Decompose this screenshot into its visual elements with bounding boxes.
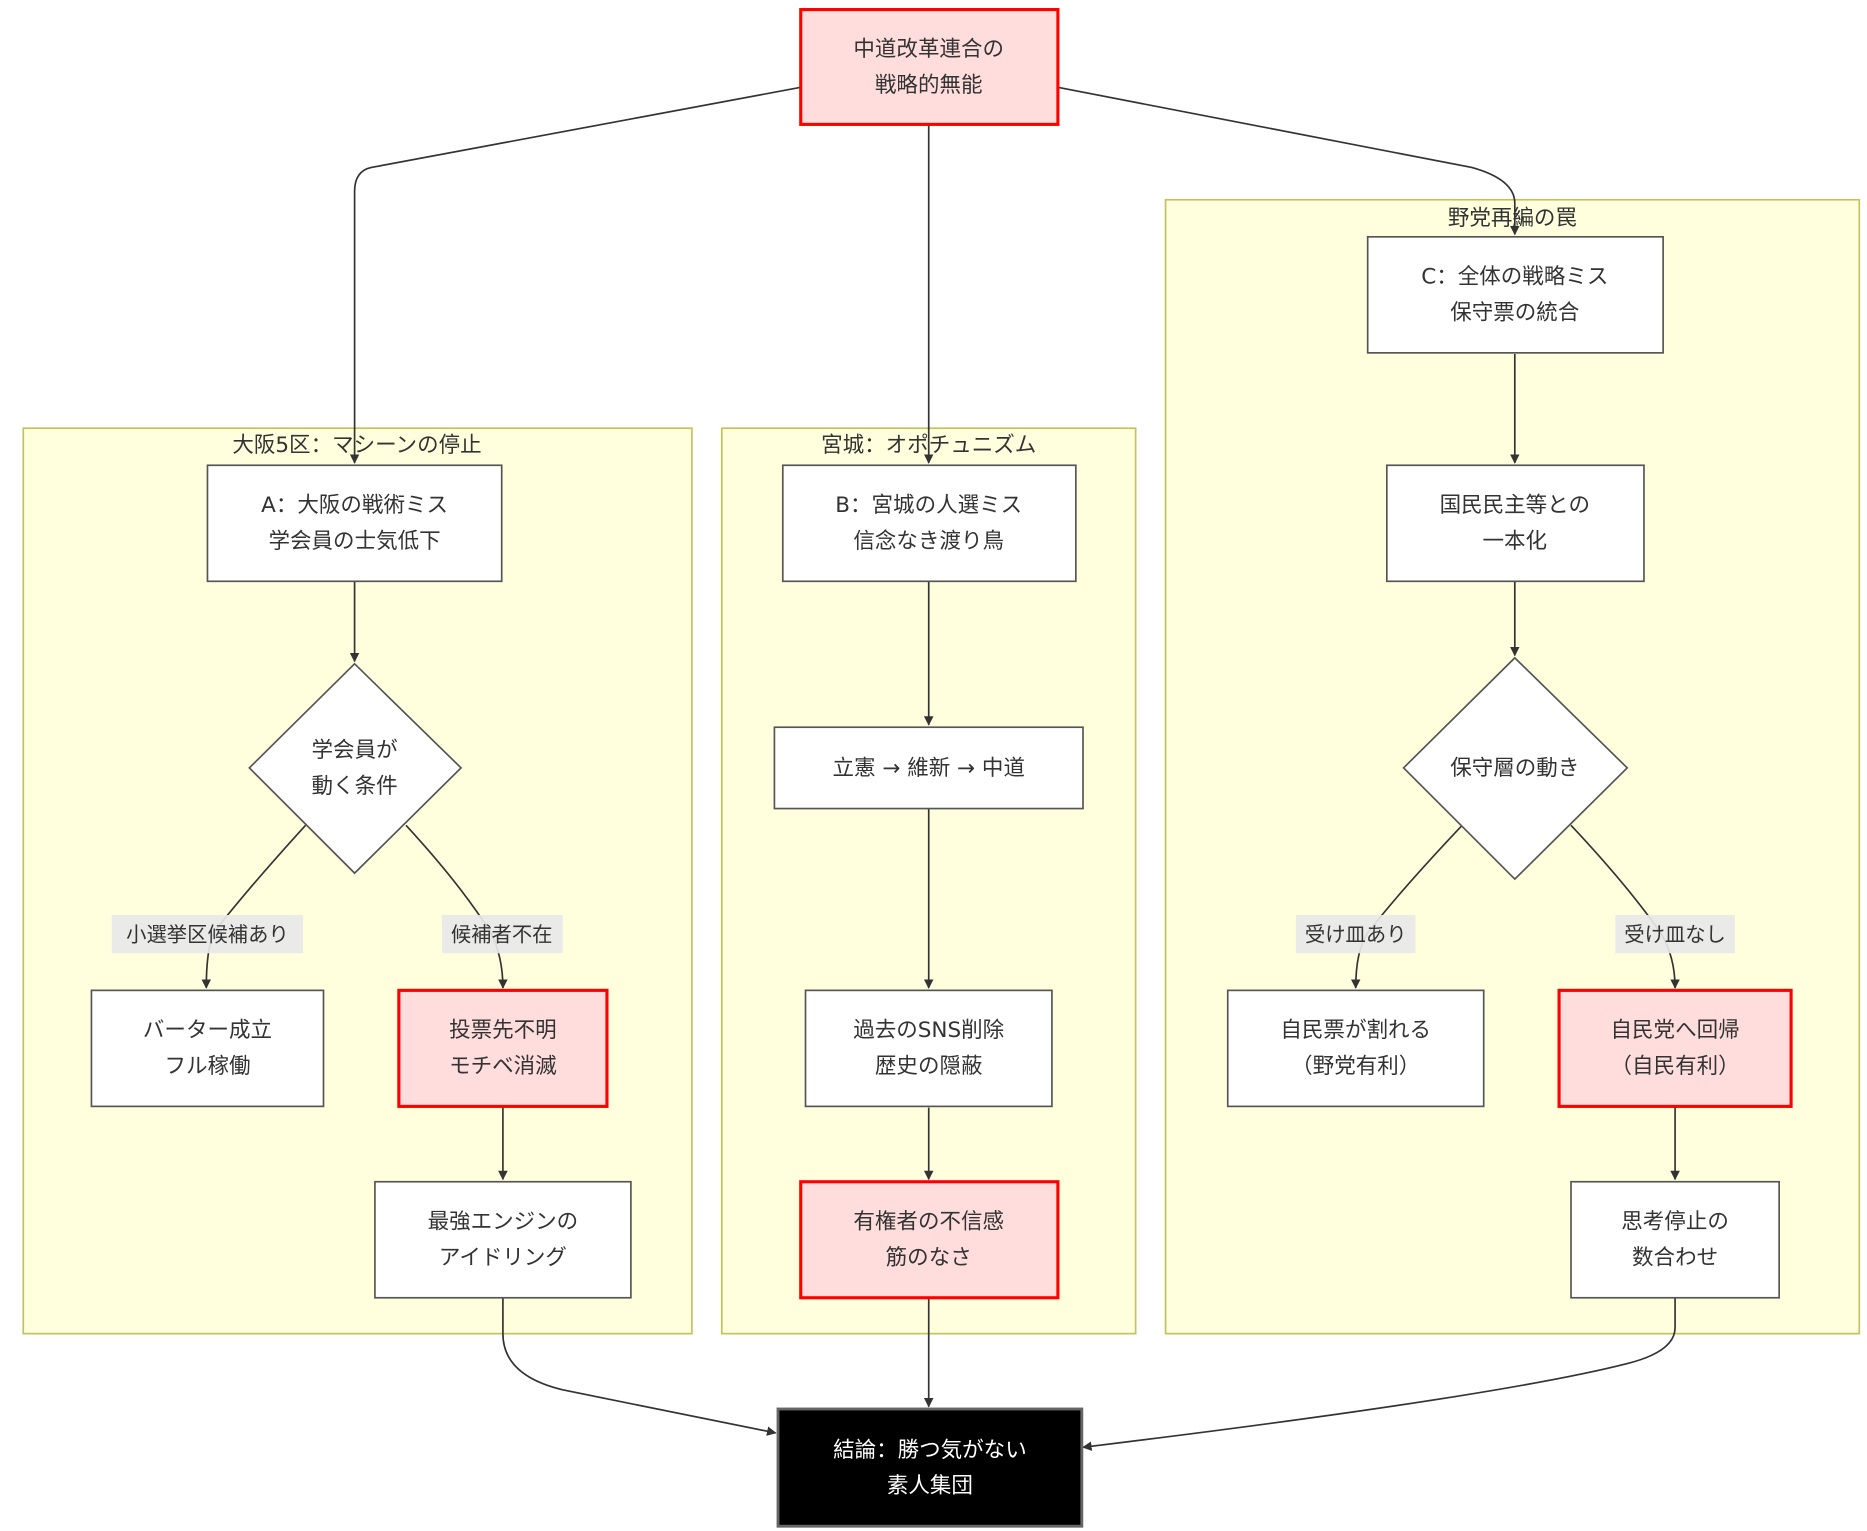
node-c-decision-line1: 保守層の動き (1450, 756, 1579, 781)
node-a-decision-line1: 学会員が (312, 738, 398, 763)
edge-idle-conclusion (502, 1297, 777, 1436)
node-a-idle[interactable]: 最強エンジンの アイドリング (374, 1180, 632, 1299)
node-root[interactable]: 中道改革連合の 戦略的無能 (799, 8, 1060, 126)
node-b[interactable]: B：宮城の人選ミス 信念なき渡り鳥 (781, 464, 1077, 583)
node-a-decision-line2: 動く条件 (312, 774, 398, 799)
edge-label-text: 受け皿あり (1305, 922, 1407, 946)
node-c-line1: C：全体の戦略ミス (1421, 264, 1608, 289)
node-c-yes-line2: （野党有利） (1291, 1054, 1420, 1079)
node-c-no-line2: （自民有利） (1611, 1054, 1740, 1079)
node-a[interactable]: A：大阪の戦術ミス 学会員の士気低下 (206, 464, 503, 583)
node-a-no-line2: モチベ消滅 (449, 1054, 557, 1079)
node-a-line2: 学会員の士気低下 (269, 529, 441, 554)
node-conclusion[interactable]: 結論：勝つ気がない 素人集団 (776, 1407, 1084, 1528)
node-a-idle-line1: 最強エンジンの (428, 1209, 579, 1234)
cluster-title-osaka: 大阪5区：マシーンの停止 (232, 433, 481, 458)
node-c[interactable]: C：全体の戦略ミス 保守票の統合 (1366, 235, 1664, 354)
edge-stop-conclusion (1082, 1297, 1676, 1451)
edge-label-text: 小選挙区候補あり (126, 922, 289, 946)
node-a-no[interactable]: 投票先不明 モチベ消滅 (397, 988, 609, 1108)
node-b-distrust-line1: 有権者の不信感 (853, 1209, 1004, 1234)
node-a-yes-line2: フル稼働 (164, 1054, 250, 1079)
node-b-path[interactable]: 立憲 → 維新 → 中道 (773, 726, 1084, 810)
edge-label-ayes: 小選挙区候補あり (111, 915, 304, 954)
node-a-decision[interactable]: 学会員が 動く条件 (248, 662, 463, 875)
edge-root-c (1057, 86, 1520, 236)
node-a-yes[interactable]: バーター成立 フル稼働 (90, 989, 325, 1108)
edge-label-cno: 受け皿なし (1615, 915, 1735, 954)
edge-label-text: 受け皿なし (1624, 922, 1726, 946)
node-a-line1: A：大阪の戦術ミス (261, 493, 448, 518)
cluster-title-realign: 野党再編の罠 (1448, 206, 1577, 231)
node-root-line2: 戦略的無能 (875, 73, 983, 98)
node-c-stop[interactable]: 思考停止の 数合わせ (1570, 1180, 1780, 1299)
node-c-no-line1: 自民党へ回帰 (1611, 1018, 1740, 1043)
node-c-stop-line2: 数合わせ (1632, 1245, 1718, 1270)
node-conclusion-line2: 素人集団 (887, 1474, 973, 1499)
node-b-sns-line1: 過去のSNS削除 (853, 1018, 1004, 1043)
node-root-line1: 中道改革連合の (853, 37, 1004, 62)
node-b-path-line1: 立憲 → 維新 → 中道 (832, 756, 1025, 781)
node-a-idle-line2: アイドリング (439, 1245, 567, 1270)
edge-label-text: 候補者不在 (451, 922, 553, 946)
node-c-unify[interactable]: 国民民主等との 一本化 (1385, 464, 1645, 583)
node-b-sns[interactable]: 過去のSNS削除 歴史の隠蔽 (804, 989, 1053, 1108)
node-b-line1: B：宮城の人選ミス (835, 493, 1022, 518)
node-c-yes[interactable]: 自民票が割れる （野党有利） (1226, 989, 1485, 1108)
edge-label-cyes: 受け皿あり (1295, 915, 1416, 954)
node-b-sns-line2: 歴史の隠蔽 (875, 1054, 983, 1079)
node-b-line2: 信念なき渡り鳥 (853, 529, 1004, 554)
node-b-distrust-line2: 筋のなさ (886, 1245, 972, 1270)
node-c-stop-line1: 思考停止の (1621, 1209, 1729, 1234)
node-c-unify-line2: 一本化 (1483, 529, 1548, 554)
edge-label-ano: 候補者不在 (441, 915, 563, 954)
node-c-unify-line1: 国民民主等との (1440, 493, 1590, 518)
node-c-decision[interactable]: 保守層の動き (1402, 656, 1629, 881)
node-a-no-line1: 投票先不明 (449, 1018, 557, 1043)
edges (201, 86, 1680, 1451)
node-c-yes-line1: 自民票が割れる (1280, 1018, 1431, 1043)
node-b-distrust[interactable]: 有権者の不信感 筋のなさ (799, 1180, 1060, 1300)
node-a-yes-line1: バーター成立 (143, 1018, 272, 1043)
edge-root-a (349, 86, 801, 464)
node-c-line2: 保守票の統合 (1450, 300, 1579, 325)
node-conclusion-line1: 結論：勝つ気がない (833, 1438, 1027, 1463)
node-c-no[interactable]: 自民党へ回帰 （自民有利） (1557, 988, 1793, 1108)
